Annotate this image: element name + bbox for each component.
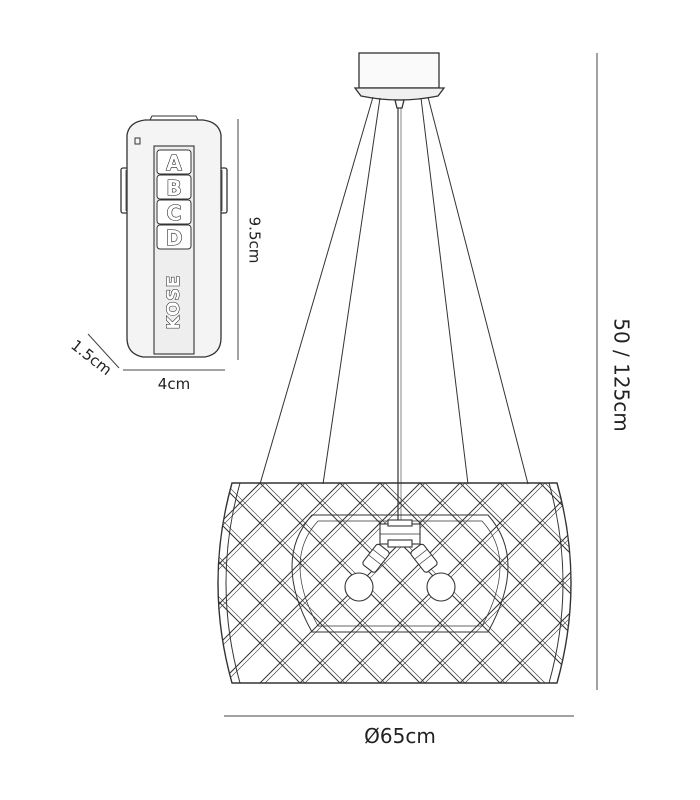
- suspension-wires: [259, 96, 529, 520]
- remote-indicator-light: [134, 137, 141, 145]
- bulb-holder: [379, 519, 421, 548]
- left-bulb: [344, 543, 390, 602]
- remote-button-a: [156, 149, 192, 175]
- remote-button-b-label: B: [166, 176, 181, 200]
- drop-height-label: 50 / 125cm: [610, 318, 634, 432]
- remote-height-label: 9.5cm: [246, 217, 264, 264]
- inner-glass-shade: [291, 514, 509, 633]
- ceiling-canopy: [353, 52, 446, 109]
- remote-button-c: [156, 199, 192, 225]
- remote-button-b: [156, 174, 192, 200]
- remote-dimension-lines: [87, 119, 239, 371]
- lamp-dimension-lines: [224, 53, 598, 717]
- remote-width-label: 4cm: [158, 375, 190, 393]
- right-bulb-glass: [426, 572, 456, 602]
- remote-control: [120, 115, 228, 358]
- remote-button-labels: A B C D KOSE: [164, 150, 185, 330]
- remote-button-c-label: C: [167, 201, 182, 225]
- left-bulb-glass: [344, 572, 374, 602]
- diameter-label: Ø65cm: [364, 724, 436, 748]
- remote-depth-dimension-line: [87, 333, 120, 369]
- remote-depth-label: 1.5cm: [67, 336, 115, 379]
- remote-brand-label: KOSE: [164, 275, 184, 330]
- remote-button-d-label: D: [166, 226, 183, 250]
- remote-button-d: [156, 224, 192, 250]
- right-bulb: [410, 543, 456, 602]
- remote-button-a-label: A: [166, 151, 182, 175]
